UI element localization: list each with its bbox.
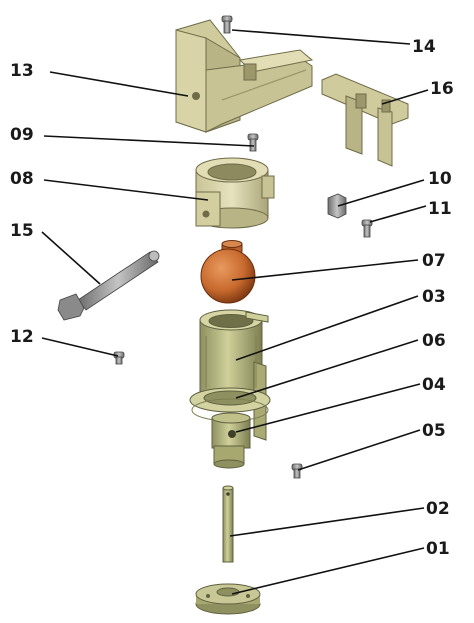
label-15: 15 xyxy=(10,221,34,241)
leader-08 xyxy=(43,179,209,201)
part-14-small-screw xyxy=(221,15,233,34)
leader-14 xyxy=(231,29,411,45)
label-03: 03 xyxy=(422,287,446,307)
label-01: 01 xyxy=(426,539,450,559)
part-11-small-screw xyxy=(361,219,373,238)
label-07: 07 xyxy=(422,251,446,271)
leader-07 xyxy=(231,259,419,281)
part-09-small-screw xyxy=(247,133,259,152)
part-16-l-bracket xyxy=(321,73,409,167)
leader-06 xyxy=(235,339,419,399)
part-03-housing xyxy=(199,309,269,441)
label-05: 05 xyxy=(422,421,446,441)
label-02: 02 xyxy=(426,499,450,519)
label-16: 16 xyxy=(430,79,454,99)
leader-09 xyxy=(43,135,255,147)
leader-16 xyxy=(381,89,429,105)
leader-13 xyxy=(49,71,189,97)
leader-01 xyxy=(231,547,425,595)
part-07-ball-knob xyxy=(200,240,256,304)
leader-03 xyxy=(235,295,419,361)
part-01-base-disc xyxy=(195,583,261,615)
leader-15 xyxy=(41,231,101,285)
label-04: 04 xyxy=(422,375,446,395)
part-04-lower-body xyxy=(211,412,251,469)
leader-lines xyxy=(41,29,429,595)
leader-05 xyxy=(297,429,421,471)
leader-02 xyxy=(229,507,425,537)
label-14: 14 xyxy=(412,37,436,57)
part-labels: 13 14 16 09 08 10 11 15 07 03 12 06 04 0… xyxy=(10,37,454,559)
leader-10 xyxy=(337,179,425,207)
label-09: 09 xyxy=(10,125,34,145)
leader-11 xyxy=(369,205,427,223)
part-02-shaft xyxy=(222,485,234,563)
part-15-long-bolt xyxy=(57,250,160,321)
part-05-small-screw xyxy=(291,463,303,479)
part-13-bracket-block xyxy=(175,19,314,133)
part-12-small-screw xyxy=(113,351,125,365)
label-13: 13 xyxy=(10,61,34,81)
label-10: 10 xyxy=(428,169,452,189)
leader-12 xyxy=(41,337,119,357)
label-08: 08 xyxy=(10,169,34,189)
label-12: 12 xyxy=(10,327,34,347)
part-10-nut xyxy=(327,193,347,219)
leader-04 xyxy=(235,383,421,433)
part-08-collar xyxy=(195,157,275,229)
label-11: 11 xyxy=(428,199,452,219)
label-06: 06 xyxy=(422,331,446,351)
